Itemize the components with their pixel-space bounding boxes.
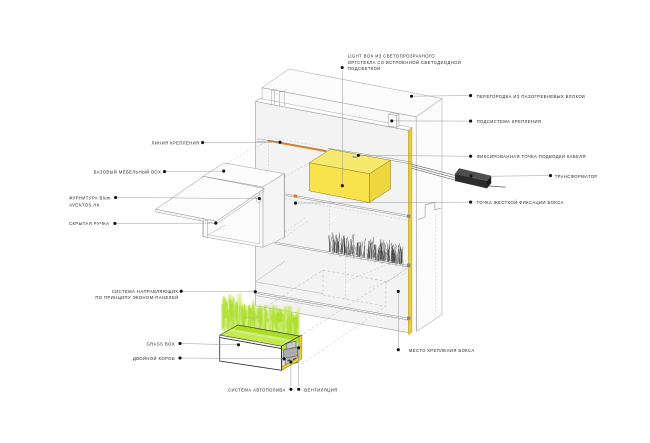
- svg-text:ТРАНСФОРМАТОР: ТРАНСФОРМАТОР: [555, 174, 598, 179]
- svg-text:ТОЧКА ЖЕСТКОЙ ФИКСАЦИИ БОКСА: ТОЧКА ЖЕСТКОЙ ФИКСАЦИИ БОКСА: [477, 200, 564, 205]
- svg-text:ФИКСИРОВАННАЯ ТОЧКА ПОДВОДКИ К: ФИКСИРОВАННАЯ ТОЧКА ПОДВОДКИ КАБЕЛЯ: [477, 154, 586, 159]
- svg-text:ЛИНИЯ КРЕПЛЕНИЯ: ЛИНИЯ КРЕПЛЕНИЯ: [152, 140, 200, 145]
- svg-text:СИСТЕМА НАПРАВЛЯЮЩИХ: СИСТЕМА НАПРАВЛЯЮЩИХ: [112, 289, 179, 294]
- svg-text:ВЕНТИЛЯЦИЯ: ВЕНТИЛЯЦИЯ: [304, 387, 337, 392]
- svg-text:ПО ПРИНЦИПУ ЭКОНОМ-ПАНЕЛЕЙ: ПО ПРИНЦИПУ ЭКОНОМ-ПАНЕЛЕЙ: [95, 295, 178, 300]
- svg-text:ДВОЙНОЙ КОРОБ: ДВОЙНОЙ КОРОБ: [133, 356, 175, 361]
- svg-text:ПЕРЕГОРОДКА ИЗ ПАЗОГРЕБНЕВЫХ Б: ПЕРЕГОРОДКА ИЗ ПАЗОГРЕБНЕВЫХ БЛОКОВ: [477, 94, 586, 99]
- svg-text:МЕСТО КРЕПЛЕНИЯ БОКСА: МЕСТО КРЕПЛЕНИЯ БОКСА: [409, 348, 475, 353]
- svg-text:БАЗОВЫЙ МЕБЕЛЬНЫЙ BOX: БАЗОВЫЙ МЕБЕЛЬНЫЙ BOX: [94, 169, 162, 174]
- svg-text:ФУРНИТУРА Blum: ФУРНИТУРА Blum: [69, 196, 111, 201]
- svg-text:ПОДСИСТЕМА КРЕПЛЕНИЯ: ПОДСИСТЕМА КРЕПЛЕНИЯ: [477, 119, 542, 124]
- svg-text:LIGHT BOX ИЗ СВЕТОПРОЗРАЧНОГО: LIGHT BOX ИЗ СВЕТОПРОЗРАЧНОГО: [348, 53, 436, 58]
- svg-text:GRASS BOX: GRASS BOX: [147, 341, 175, 346]
- svg-text:ОРГСТЕКЛА СО ВСТРОЕННОЙ СВЕТОД: ОРГСТЕКЛА СО ВСТРОЕННОЙ СВЕТОДИОДНОЙ: [348, 60, 462, 65]
- svg-text:СИСТЕМА АВТОПОЛИВА: СИСТЕМА АВТОПОЛИВА: [228, 387, 286, 392]
- svg-text:СКРЫТАЯ РУЧКА: СКРЫТАЯ РУЧКА: [69, 221, 109, 226]
- svg-text:ПОДСВЕТКОЙ: ПОДСВЕТКОЙ: [348, 66, 381, 71]
- svg-text:AVENTOS HK: AVENTOS HK: [69, 202, 100, 207]
